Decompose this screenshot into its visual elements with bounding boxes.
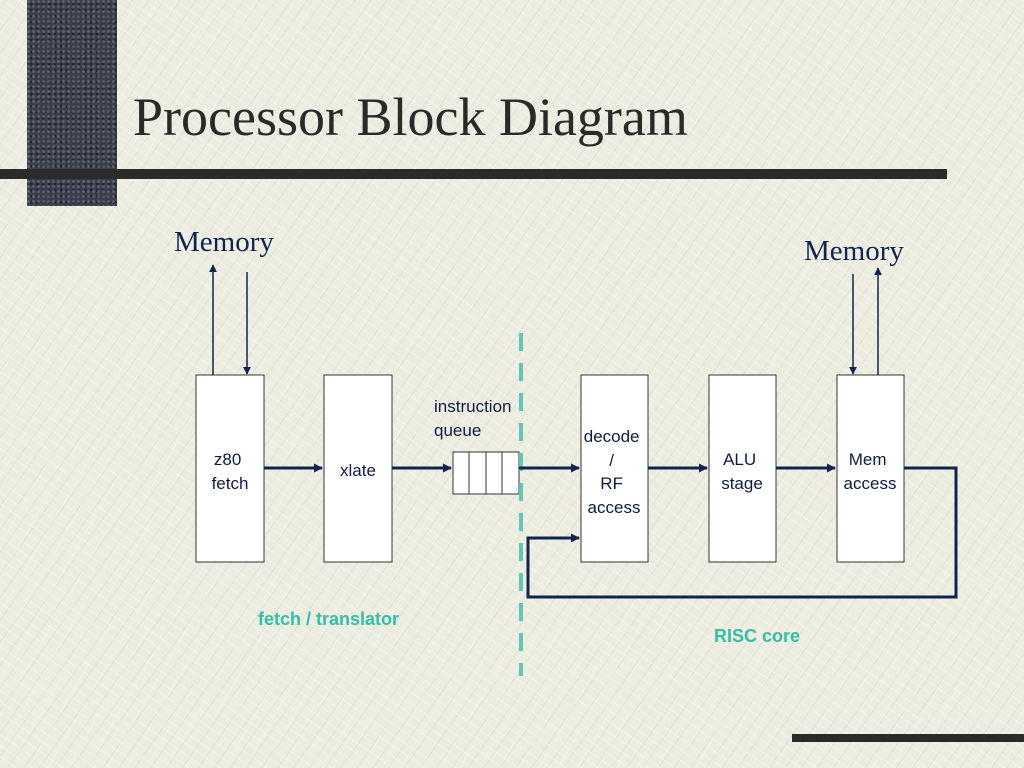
z80-fetch-block — [195, 374, 265, 563]
risc-core-section-label: RISC core — [714, 626, 800, 646]
mem-access-block — [836, 374, 905, 563]
decode-rf-label: decode / RF access — [584, 427, 645, 517]
slide-title: Processor Block Diagram — [133, 87, 688, 147]
decode-rf-block — [580, 374, 649, 563]
memory-label-right: Memory — [804, 235, 904, 267]
xlate-label: xlate — [340, 461, 376, 480]
instruction-queue-label: instruction queue — [434, 397, 516, 440]
z80-fetch-label: z80 fetch — [212, 450, 249, 493]
memory-label-left: Memory — [174, 226, 274, 258]
instruction-queue — [452, 451, 520, 495]
mem-access-label: Mem access — [844, 450, 897, 493]
alu-stage-block — [708, 374, 777, 563]
fetch-translator-section-label: fetch / translator — [258, 609, 399, 629]
footer-rule — [792, 734, 1024, 742]
xlate-block — [323, 374, 393, 563]
alu-stage-label: ALU stage — [721, 450, 763, 493]
writeback-feedback-arrow — [526, 466, 958, 599]
title-rule — [0, 169, 947, 179]
